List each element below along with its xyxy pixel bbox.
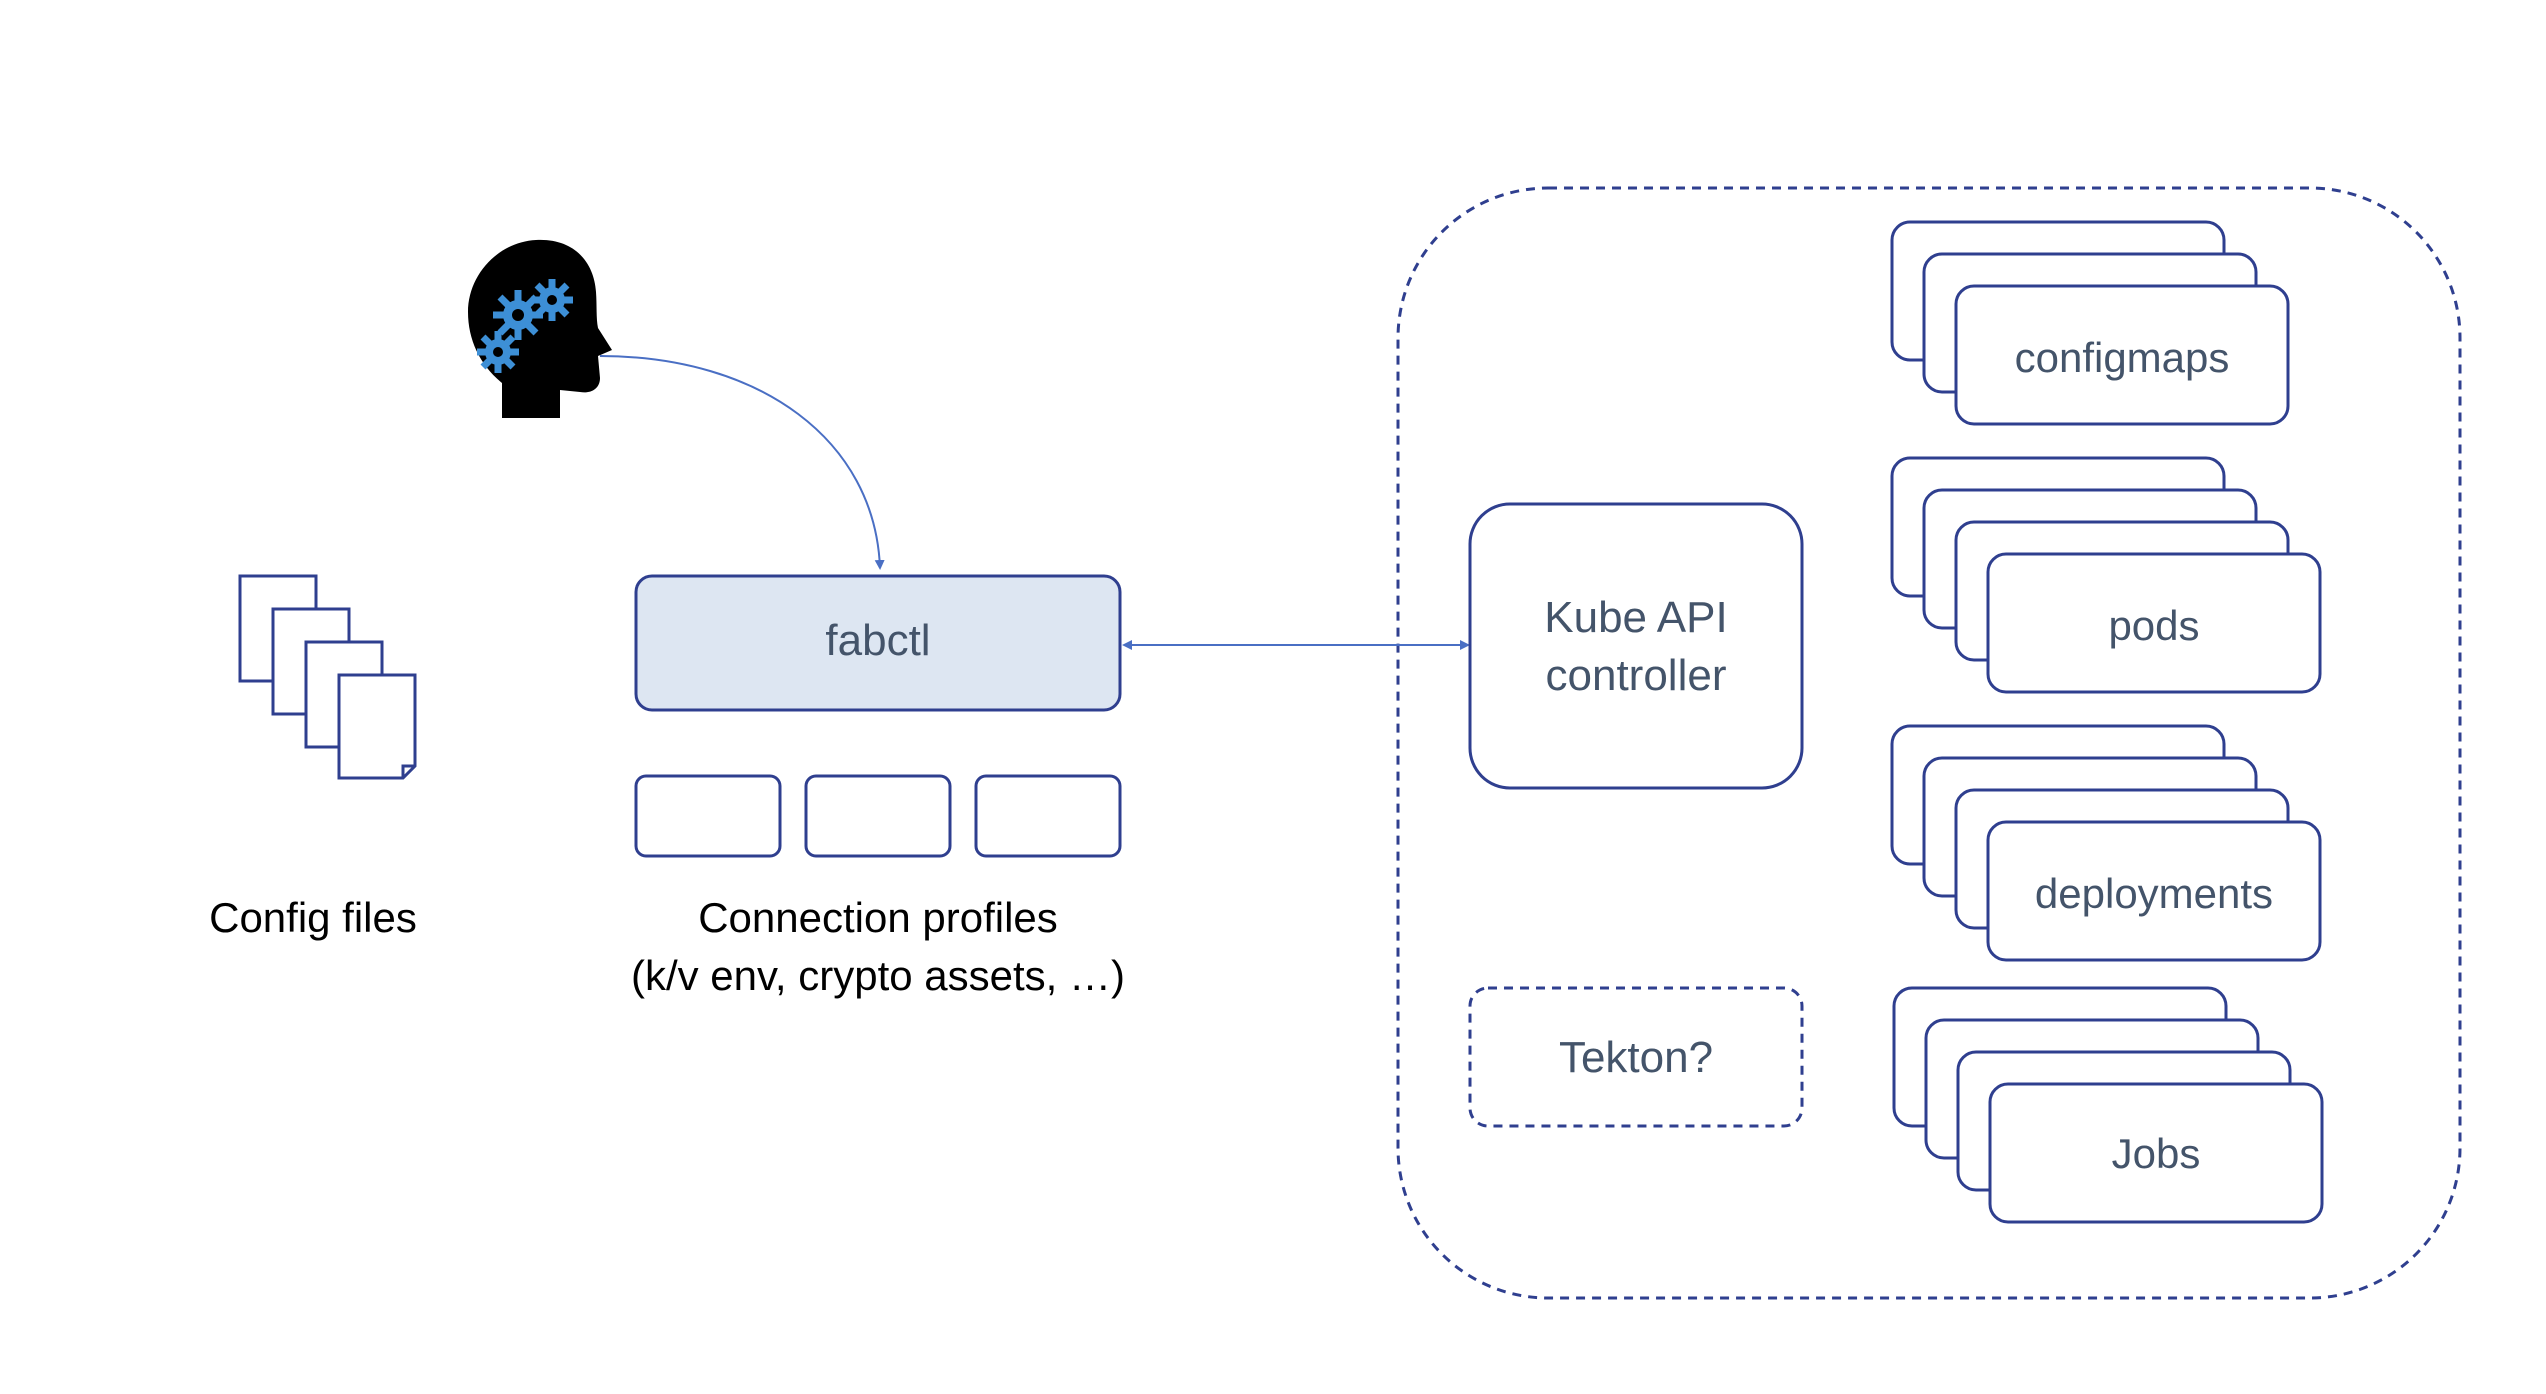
deployments-stack[interactable] [1890,724,2322,962]
connection-profiles-label: Connection profiles [698,894,1058,941]
operator-to-fabctl-arrow [599,355,885,570]
pods-label: pods [2108,602,2199,649]
fabctl-label: fabctl [825,616,930,665]
configmaps-label: configmaps [2015,334,2230,381]
connection-profile-box[interactable] [634,774,782,858]
jobs-stack[interactable] [1892,986,2324,1224]
head-with-gears-icon [468,239,612,418]
config-files-label: Config files [209,894,417,941]
connection-profiles-sublabel: (k/v env, crypto assets, …) [631,952,1125,999]
jobs-label: Jobs [2112,1130,2201,1177]
kube-api-controller-box[interactable] [1468,502,1804,790]
kube-controller-label: controller [1546,651,1727,700]
tekton-label: Tekton? [1559,1033,1713,1082]
tekton-box[interactable] [1468,986,1804,1128]
pods-stack[interactable] [1890,456,2322,694]
stacked-documents-icon [238,574,417,780]
configmaps-stack[interactable] [1890,220,2290,426]
cluster-boundary [1396,186,2462,1300]
fabctl-box[interactable] [634,574,1122,712]
connection-profile-box[interactable] [974,774,1122,858]
deployments-label: deployments [2035,870,2273,917]
connection-profile-box[interactable] [804,774,952,858]
kube-api-label: Kube API [1544,593,1727,642]
